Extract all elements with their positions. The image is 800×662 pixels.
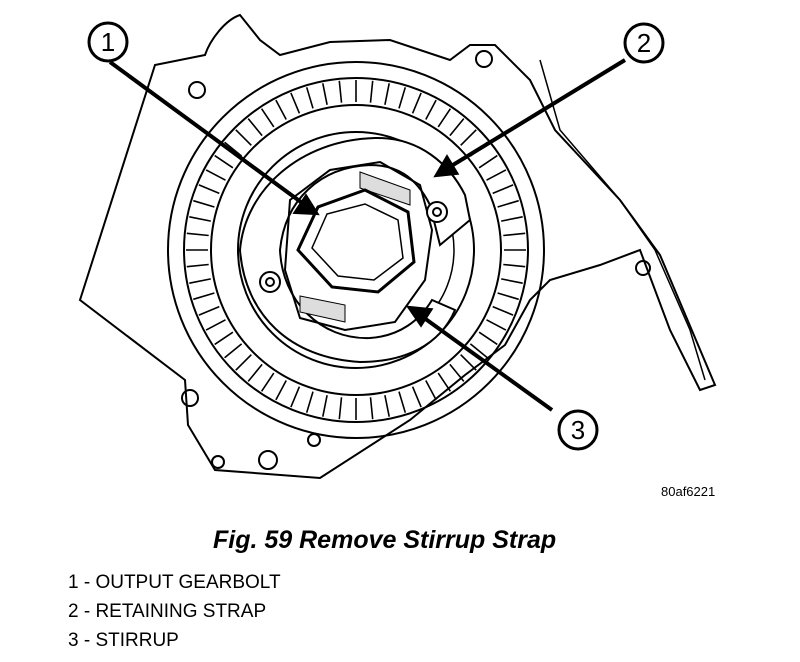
figure-reference-code: 80af6221 [661,484,716,499]
gear-tooth [214,154,234,169]
gear-tooth [247,118,263,137]
gear-tooth [305,391,314,413]
figure-caption: Fig. 59 Remove Stirrup Strap [213,526,557,554]
gear-tooth [290,92,301,114]
gear-tooth [384,83,390,105]
svg-text:3: 3 [571,415,585,445]
gear-tooth [411,386,422,408]
gear-tooth [411,92,422,114]
gear-tooth [384,395,390,417]
gear-tooth [275,99,287,120]
gear-tooth [497,292,519,301]
legend-item: 1 - OUTPUT GEARBOLT [68,572,281,593]
gear-tooth [398,87,407,109]
gear-tooth [503,232,526,237]
gear-tooth [214,331,234,346]
gear-tooth [501,278,523,284]
strap-bolts [259,201,448,293]
gear-assembly-illustration: 1 2 3 [78,13,717,480]
output-gearbolt-face [311,203,404,281]
legend-item: 2 - RETAINING STRAP [68,601,267,622]
gear-tooth [338,397,343,420]
svg-text:1: 1 [101,27,115,57]
callout-2: 2 [623,22,665,64]
gear-tooth [260,108,275,128]
gear-tooth [478,154,498,169]
gear-tooth [305,87,314,109]
gear-tooth [198,305,220,316]
gear-teeth [186,80,526,420]
gear-tooth [290,386,301,408]
gear-tooth [486,319,507,331]
hub-ring [237,131,475,369]
gear-tooth [460,129,477,146]
gear-tooth [189,216,211,222]
legend-list: 1 - OUTPUT GEARBOLT 2 - RETAINING STRAP … [68,568,281,655]
gear-tooth [224,141,243,157]
gear-tooth [186,232,209,237]
gear-tooth [260,372,275,392]
gear-tooth [497,199,519,208]
stirrup [283,160,434,332]
gear-tooth [369,80,374,103]
gear-tooth [224,343,243,359]
outer-ring [167,61,545,439]
callout-leaders [108,58,627,412]
gear-tooth [460,354,477,371]
gear-tooth [501,216,523,222]
gear-tooth [492,305,514,316]
gear-tooth [322,83,328,105]
gear-tooth [193,199,215,208]
gear-tooth [247,363,263,382]
gear-tooth [437,372,452,392]
gear-tooth [449,118,465,137]
gear-tooth [492,184,514,195]
svg-text:2: 2 [637,28,651,58]
callout-1: 1 [87,21,129,63]
gear-tooth [449,363,465,382]
gear-tooth [205,319,226,331]
gear-tooth [193,292,215,301]
gear-inner-circle [210,104,502,396]
gear-tooth [322,395,328,417]
gear-tooth [275,380,287,401]
gear-tooth [338,80,343,103]
gear-tooth [235,354,252,371]
gear-tooth [398,391,407,413]
housing-inner-edge [539,59,706,381]
gear-tooth [437,108,452,128]
spring-hatching [299,171,411,323]
gear-tooth [189,278,211,284]
gear-tooth [186,263,209,268]
callout-3: 3 [557,409,599,451]
gear-tooth [486,169,507,181]
gear-tooth [205,169,226,181]
gear-tooth [369,397,374,420]
gear-tooth [478,331,498,346]
gear-tooth [425,380,437,401]
gear-tooth [235,129,252,146]
gear-tooth [469,343,488,359]
gear-tooth [425,99,437,120]
gear-tooth [198,184,220,195]
legend-item: 3 - STIRRUP [68,630,179,651]
gear-tooth [503,263,526,268]
housing-outline [78,13,717,480]
gear-outer-circle [183,77,529,423]
